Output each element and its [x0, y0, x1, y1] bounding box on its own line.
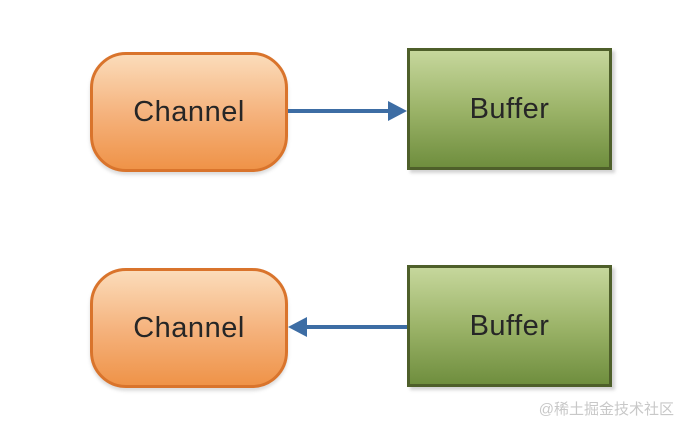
arrow-left-icon	[288, 317, 407, 337]
channel-label-bottom: Channel	[133, 311, 245, 344]
buffer-label-top: Buffer	[469, 92, 550, 125]
arrow-right-icon	[288, 101, 407, 121]
buffer-label-bottom: Buffer	[469, 309, 550, 342]
watermark: @稀土掘金技术社区	[538, 401, 674, 418]
channel-node-bottom: Channel	[90, 268, 288, 388]
channel-node-top: Channel	[90, 52, 288, 172]
buffer-node-top: Buffer	[407, 48, 612, 170]
buffer-node-bottom: Buffer	[407, 265, 612, 387]
channel-label-top: Channel	[133, 95, 245, 128]
